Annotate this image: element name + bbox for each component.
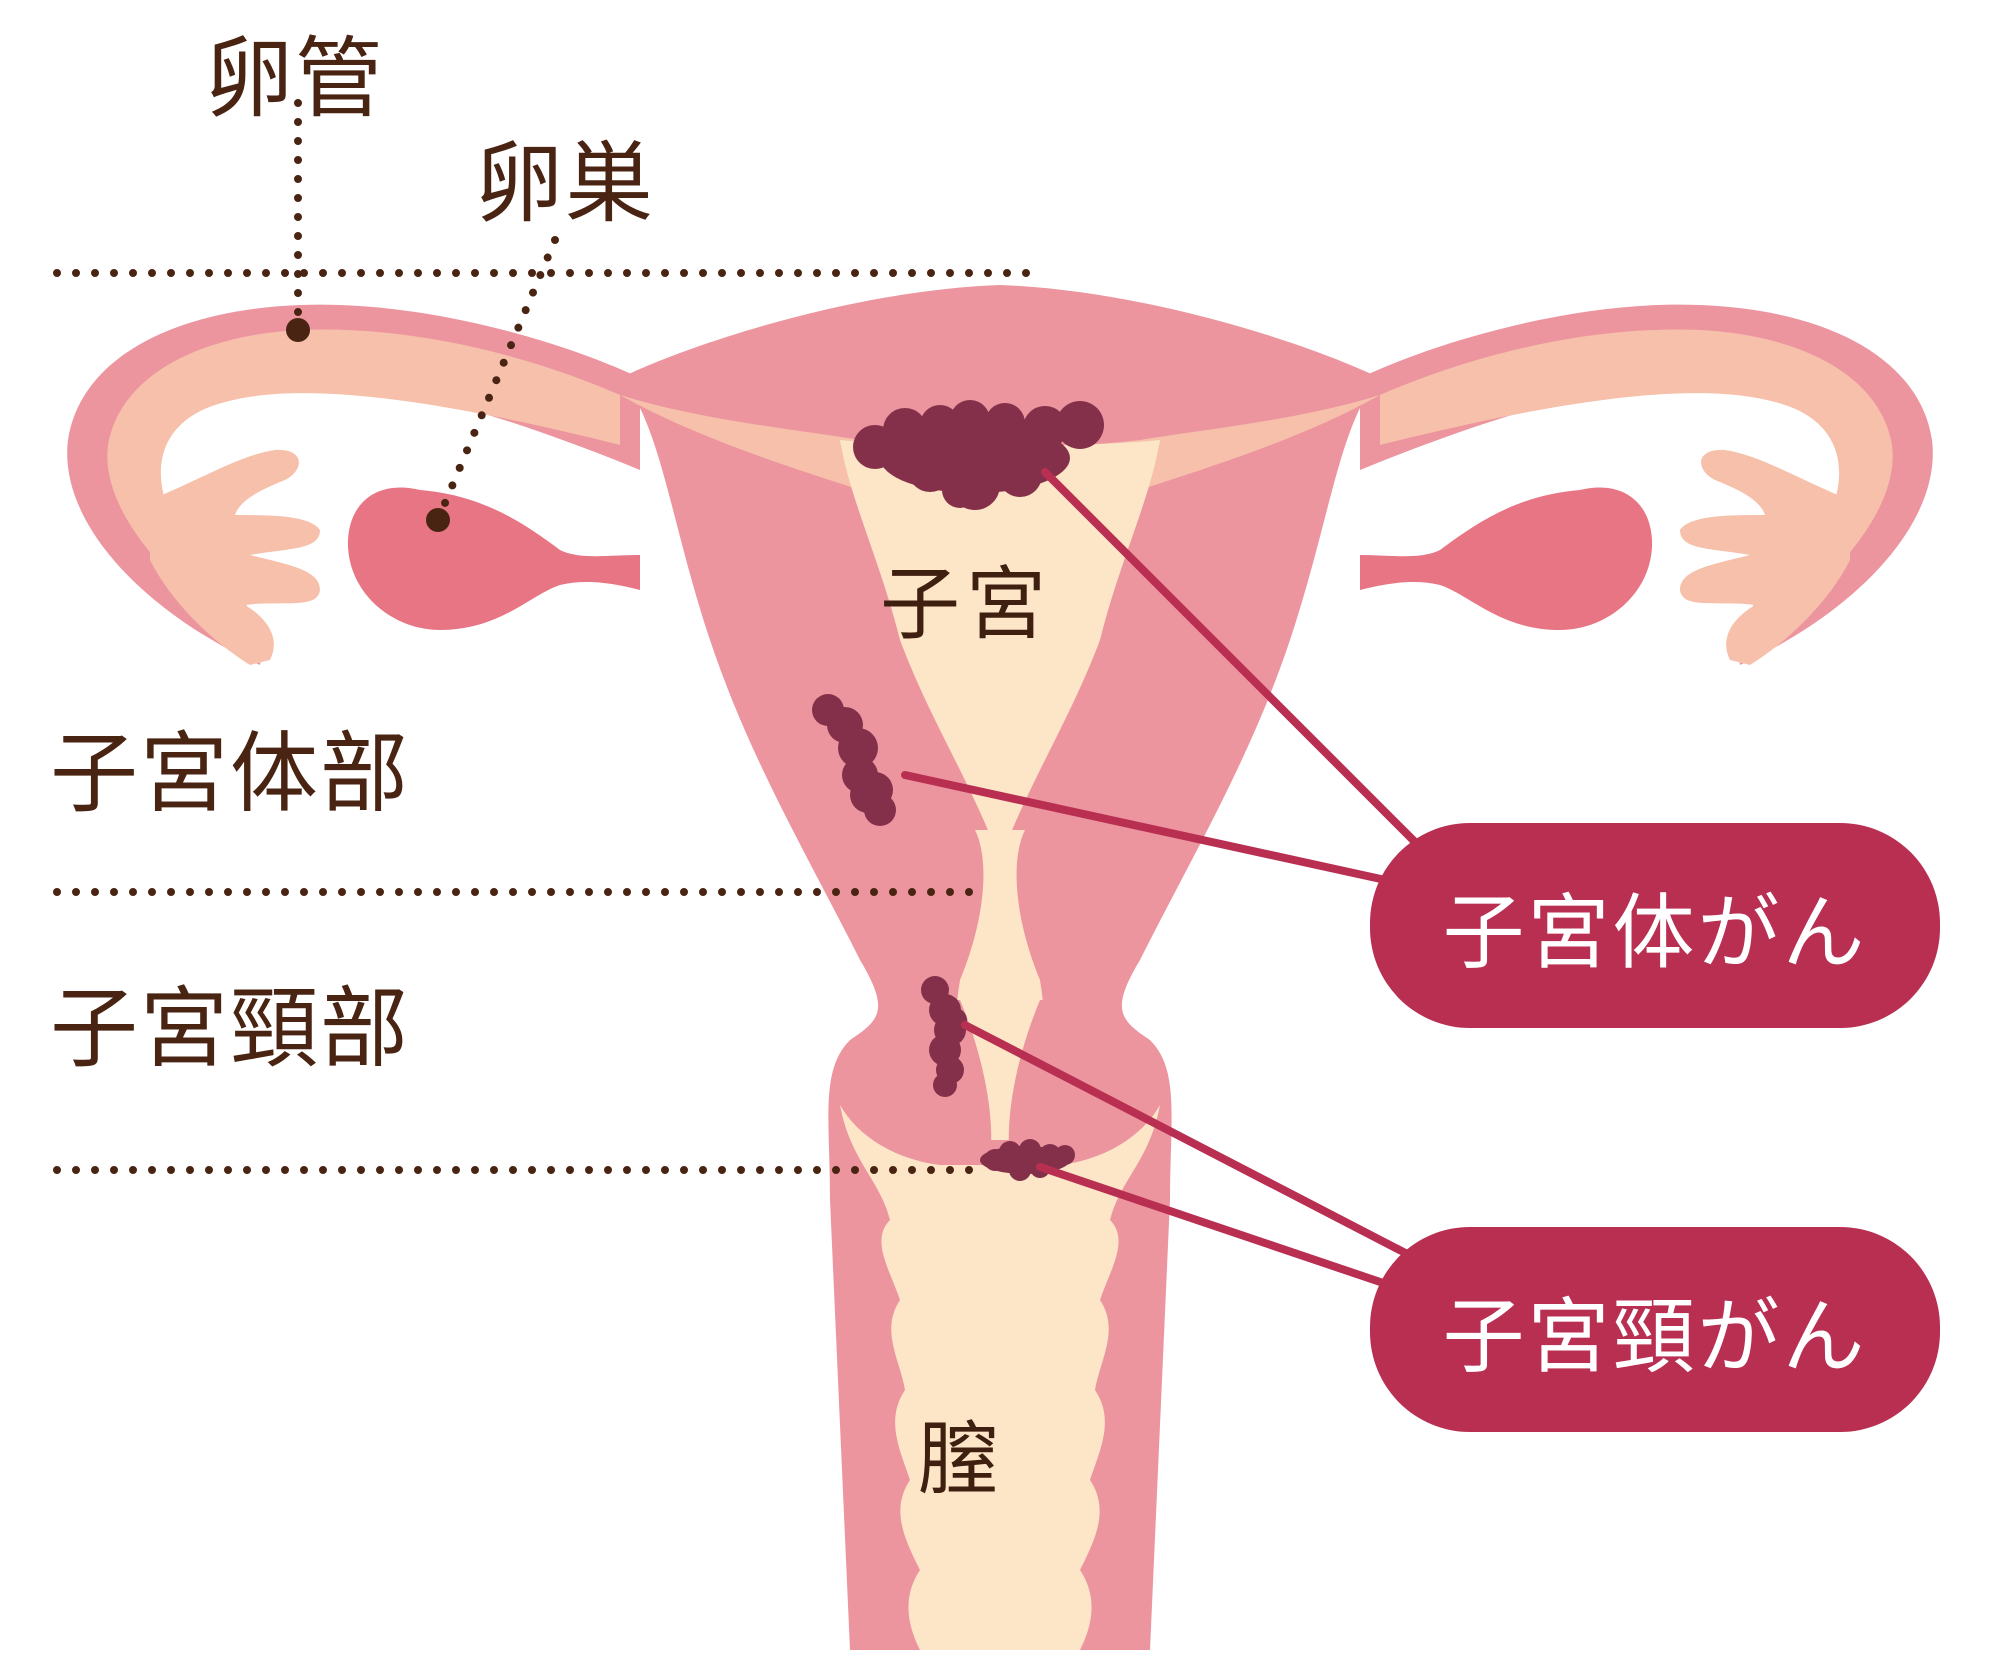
tumor-cervix-upper [921, 976, 967, 1097]
label-vagina: 膣 [918, 1413, 1004, 1506]
callout-endometrial-cancer-text: 子宮体がん [1442, 886, 1868, 981]
callout-leader-lines [901, 468, 1419, 1291]
callout-cervical-cancer-text: 子宮頸がん [1442, 1290, 1868, 1385]
dotted-guides [53, 99, 1034, 1174]
left-ovary [347, 487, 640, 630]
fallopian-tube-marker [286, 318, 310, 342]
right-ovary [1360, 487, 1653, 630]
label-cervix-region: 子宮頸部 [50, 977, 411, 1080]
callout-cervical-cancer: 子宮頸がん [1370, 1227, 1940, 1432]
label-fallopian-tube: 卵管 [205, 27, 386, 130]
left-fallopian-tube [67, 304, 640, 665]
tumor-fundus [853, 400, 1104, 510]
right-fallopian-tube [1360, 304, 1933, 665]
label-ovary: 卵巣 [475, 132, 656, 235]
uterus-body [620, 285, 1380, 1650]
tumor-uterine-wall [812, 694, 896, 826]
label-uterus: 子宮 [880, 558, 1052, 651]
callout-endometrial-cancer: 子宮体がん [1370, 823, 1940, 1028]
ovary-marker [426, 508, 450, 532]
label-uterine-body-region: 子宮体部 [50, 722, 411, 825]
